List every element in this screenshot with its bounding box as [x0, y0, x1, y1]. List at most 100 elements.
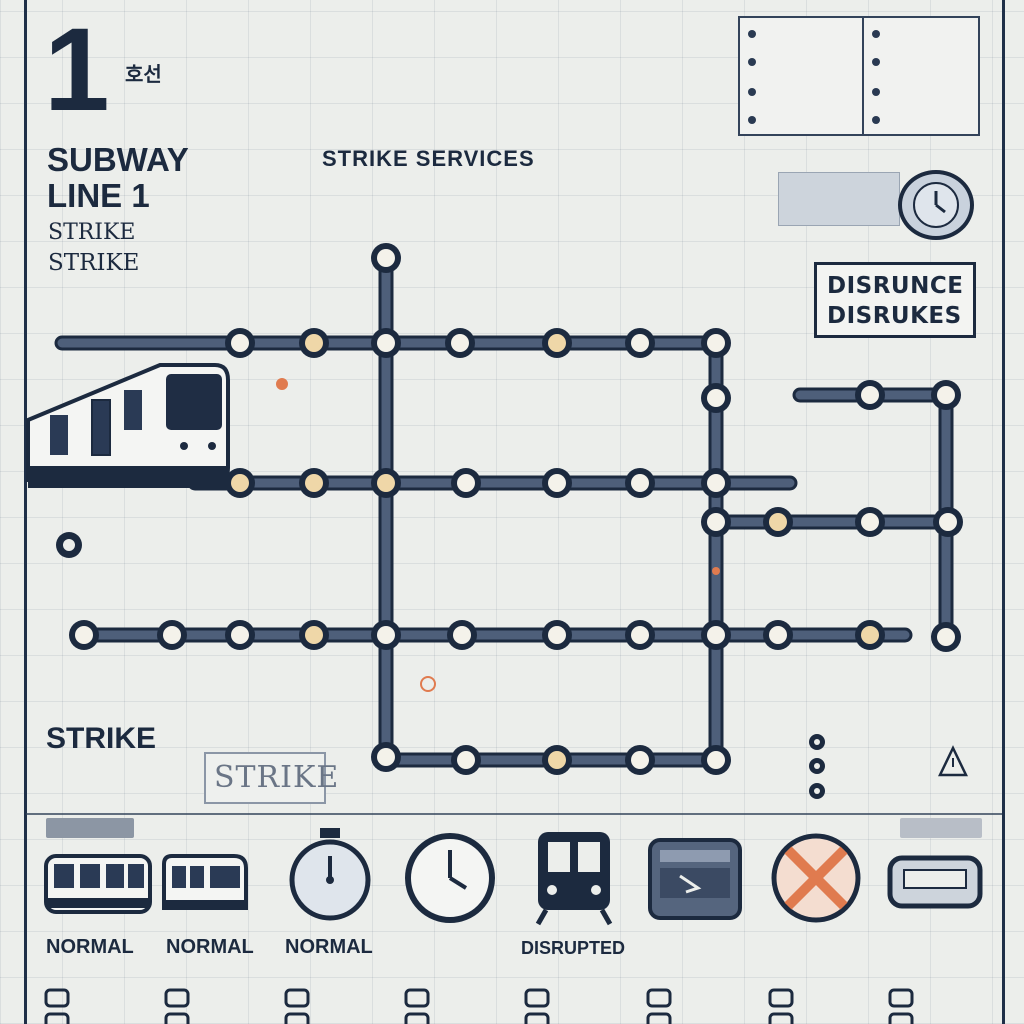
detail-badge-icon	[646, 988, 672, 1008]
legend-dot-icon	[872, 57, 880, 66]
legend-dot-icon	[872, 115, 880, 124]
subway-line-title: SUBWAY LINE 1	[47, 142, 189, 214]
station-marker-icon	[377, 474, 395, 492]
legend-dot-icon	[872, 29, 880, 38]
detail-badge-icon	[164, 988, 190, 1008]
legend-row	[872, 28, 888, 48]
station-marker-icon	[707, 626, 725, 644]
strike-label-1: STRIKE	[48, 220, 136, 245]
legend-row	[748, 28, 764, 48]
cancel-icon	[771, 833, 861, 923]
legend-dot-icon	[748, 29, 756, 38]
station-marker-icon	[453, 626, 471, 644]
panel-tab	[46, 818, 134, 838]
detail-badge-icon	[44, 988, 70, 1008]
train-front-icon	[535, 832, 613, 926]
station-marker-icon	[75, 626, 93, 644]
bus-icon	[887, 855, 983, 909]
detail-badge-icon	[44, 1012, 70, 1024]
station-marker-icon	[548, 751, 566, 769]
station-marker-icon	[937, 386, 955, 404]
legend-row	[748, 56, 764, 76]
disruption-line-2: DISRUKES	[827, 303, 962, 329]
strike-label-2: STRIKE	[48, 250, 140, 276]
strike-heading: STRIKE	[46, 722, 157, 755]
line-suffix: 호선	[125, 64, 162, 86]
info-sign	[778, 172, 900, 226]
strike-stamp-text: STRIKE	[214, 760, 340, 795]
station-marker-icon	[457, 474, 475, 492]
station-marker-icon	[707, 334, 725, 352]
station-marker-icon	[377, 249, 395, 267]
legend-row	[748, 114, 764, 134]
station-marker-icon	[451, 334, 469, 352]
train-side-icon	[162, 854, 248, 910]
detail-badge-icon	[524, 1012, 550, 1024]
detail-badge-icon	[164, 1012, 190, 1024]
station-marker-icon	[861, 626, 879, 644]
track-outline	[54, 250, 956, 768]
track-fill	[57, 253, 953, 765]
subway-word: SUBWAY	[47, 141, 189, 178]
station-marker-icon	[631, 626, 649, 644]
train-front-side-icon	[44, 854, 152, 914]
legend-markers	[56, 378, 825, 799]
legend-box	[738, 16, 980, 136]
strike-services-header: STRIKE SERVICES	[322, 146, 535, 171]
detail-badges	[44, 988, 914, 1024]
station-marker-icon	[231, 626, 249, 644]
station-marker-icon	[457, 751, 475, 769]
line-word: LINE 1	[47, 177, 150, 214]
station-marker-icon	[377, 334, 395, 352]
detail-badge-icon	[404, 1012, 430, 1024]
station-marker-icon	[861, 513, 879, 531]
station-marker-icon	[707, 474, 725, 492]
legend-dot-icon	[748, 87, 756, 96]
strike-stamp: STRIKE	[204, 752, 338, 804]
detail-badge-icon	[768, 988, 794, 1008]
station-marker-icon	[305, 474, 323, 492]
disruption-box: DISRUNCE DISRUKES	[814, 262, 976, 338]
status-label: DISRUPTED	[521, 938, 626, 958]
detail-badge-icon	[284, 1012, 310, 1024]
status-label: NORMAL	[285, 936, 373, 958]
station-marker-icon	[377, 626, 395, 644]
detail-badge-icon	[888, 1012, 914, 1024]
station-marker-icon	[305, 334, 323, 352]
station-marker-icon	[861, 386, 879, 404]
line-number: 1	[44, 4, 110, 136]
legend-row	[748, 86, 764, 106]
station-marker-icon	[548, 334, 566, 352]
station-marker-icon	[631, 751, 649, 769]
legend-row	[872, 56, 888, 76]
train-illustration-icon	[26, 363, 230, 488]
detail-badge-icon	[646, 1012, 672, 1024]
clock-icon	[405, 833, 495, 923]
detail-badge-icon	[768, 1012, 794, 1024]
station-marker-icon	[631, 334, 649, 352]
station-marker-icon	[769, 513, 787, 531]
clock-badge-icon	[898, 170, 974, 240]
station-marker-icon	[548, 474, 566, 492]
stopwatch-icon	[289, 828, 371, 921]
warning-icon	[938, 745, 968, 777]
station-marker-icon	[377, 748, 395, 766]
right-border	[1002, 0, 1005, 1024]
detail-badge-icon	[404, 988, 430, 1008]
station-marker-icon	[769, 626, 787, 644]
legend-divider	[862, 18, 864, 134]
disruption-line-1: DISRUNCE	[827, 273, 964, 299]
legend-dot-icon	[872, 87, 880, 96]
stations	[69, 243, 963, 775]
left-border	[24, 0, 27, 1024]
station-marker-icon	[231, 474, 249, 492]
legend-dot-icon	[748, 115, 756, 124]
status-label: NORMAL	[46, 936, 134, 958]
status-label: NORMAL	[166, 936, 254, 958]
legend-row	[872, 114, 888, 134]
legend-row	[872, 86, 888, 106]
detail-badge-icon	[524, 988, 550, 1008]
panel-tab	[900, 818, 982, 838]
station-marker-icon	[937, 628, 955, 646]
